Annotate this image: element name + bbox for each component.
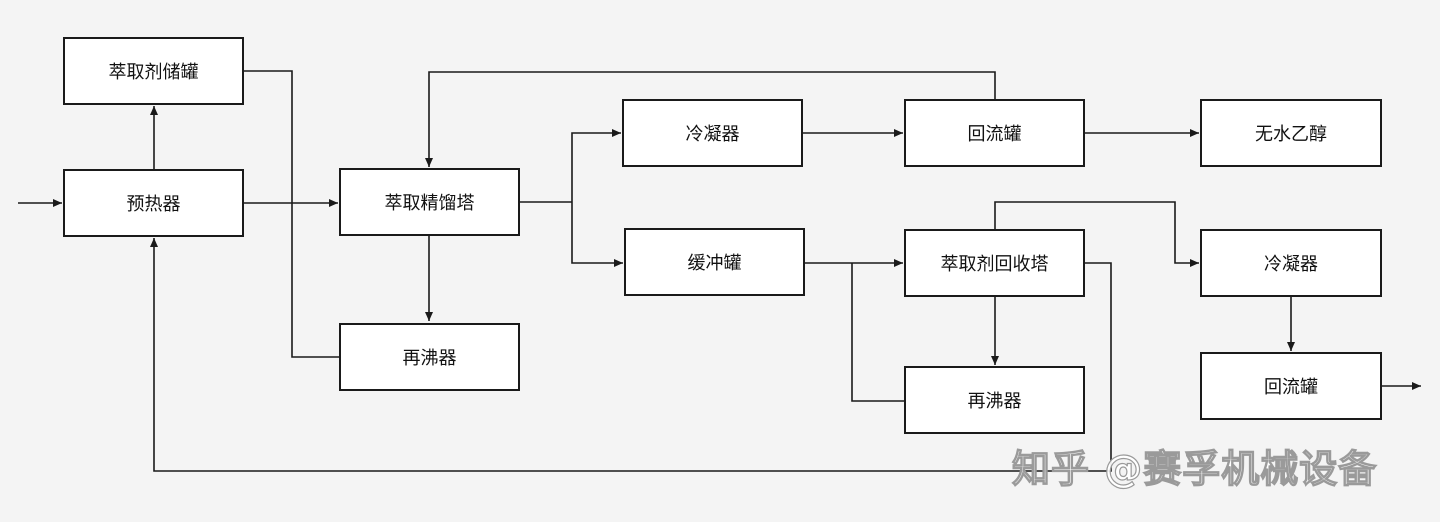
reflux-tank-2-box: 回流罐: [1200, 352, 1382, 420]
reboiler-1-box: 再沸器: [339, 323, 520, 391]
preheater-box: 预热器: [63, 169, 244, 237]
zhihu-watermark: 知乎 @赛孚机械设备: [1011, 446, 1378, 491]
recovery-branch-line: [851, 263, 905, 402]
solvent-storage-tank-box: 萃取剂储罐: [63, 37, 244, 105]
condenser-1-box: 冷凝器: [622, 99, 803, 167]
reboiler-1-label: 再沸器: [402, 348, 457, 369]
buffer-tank-label: 缓冲罐: [687, 253, 742, 274]
buffer-tank-box: 缓冲罐: [624, 228, 805, 296]
anhydrous-ethanol-label: 无水乙醇: [1255, 124, 1327, 145]
to-condenser-1-arrow: [571, 129, 621, 202]
reflux-tank-1-box: 回流罐: [904, 99, 1085, 167]
extractive-distillation-column-label: 萃取精馏塔: [384, 193, 475, 214]
solvent-recovery-column-label: 萃取剂回收塔: [940, 254, 1049, 275]
reflux-return-arrow: [425, 71, 996, 167]
anhydrous-ethanol-box: 无水乙醇: [1200, 99, 1382, 167]
recovery-to-condenser-2-arrow: [994, 201, 1199, 267]
solvent-recovery-column-box: 萃取剂回收塔: [904, 229, 1085, 297]
reflux-tank-2-label: 回流罐: [1264, 377, 1318, 398]
preheater-label: 预热器: [126, 194, 181, 215]
condenser-2-box: 冷凝器: [1200, 229, 1382, 297]
reboiler-2-label: 再沸器: [967, 391, 1022, 412]
to-buffer-tank-arrow: [571, 202, 623, 267]
condenser-1-label: 冷凝器: [685, 124, 740, 145]
reboiler-2-box: 再沸器: [904, 366, 1085, 434]
solvent-storage-tank-label: 萃取剂储罐: [108, 62, 199, 83]
reflux-tank-1-label: 回流罐: [967, 124, 1022, 145]
condenser-2-label: 冷凝器: [1264, 254, 1318, 275]
solvent-tank-to-reboiler-line: [244, 70, 340, 358]
extractive-distillation-column-box: 萃取精馏塔: [339, 168, 520, 236]
solvent-recycle-arrow: [150, 238, 1112, 472]
